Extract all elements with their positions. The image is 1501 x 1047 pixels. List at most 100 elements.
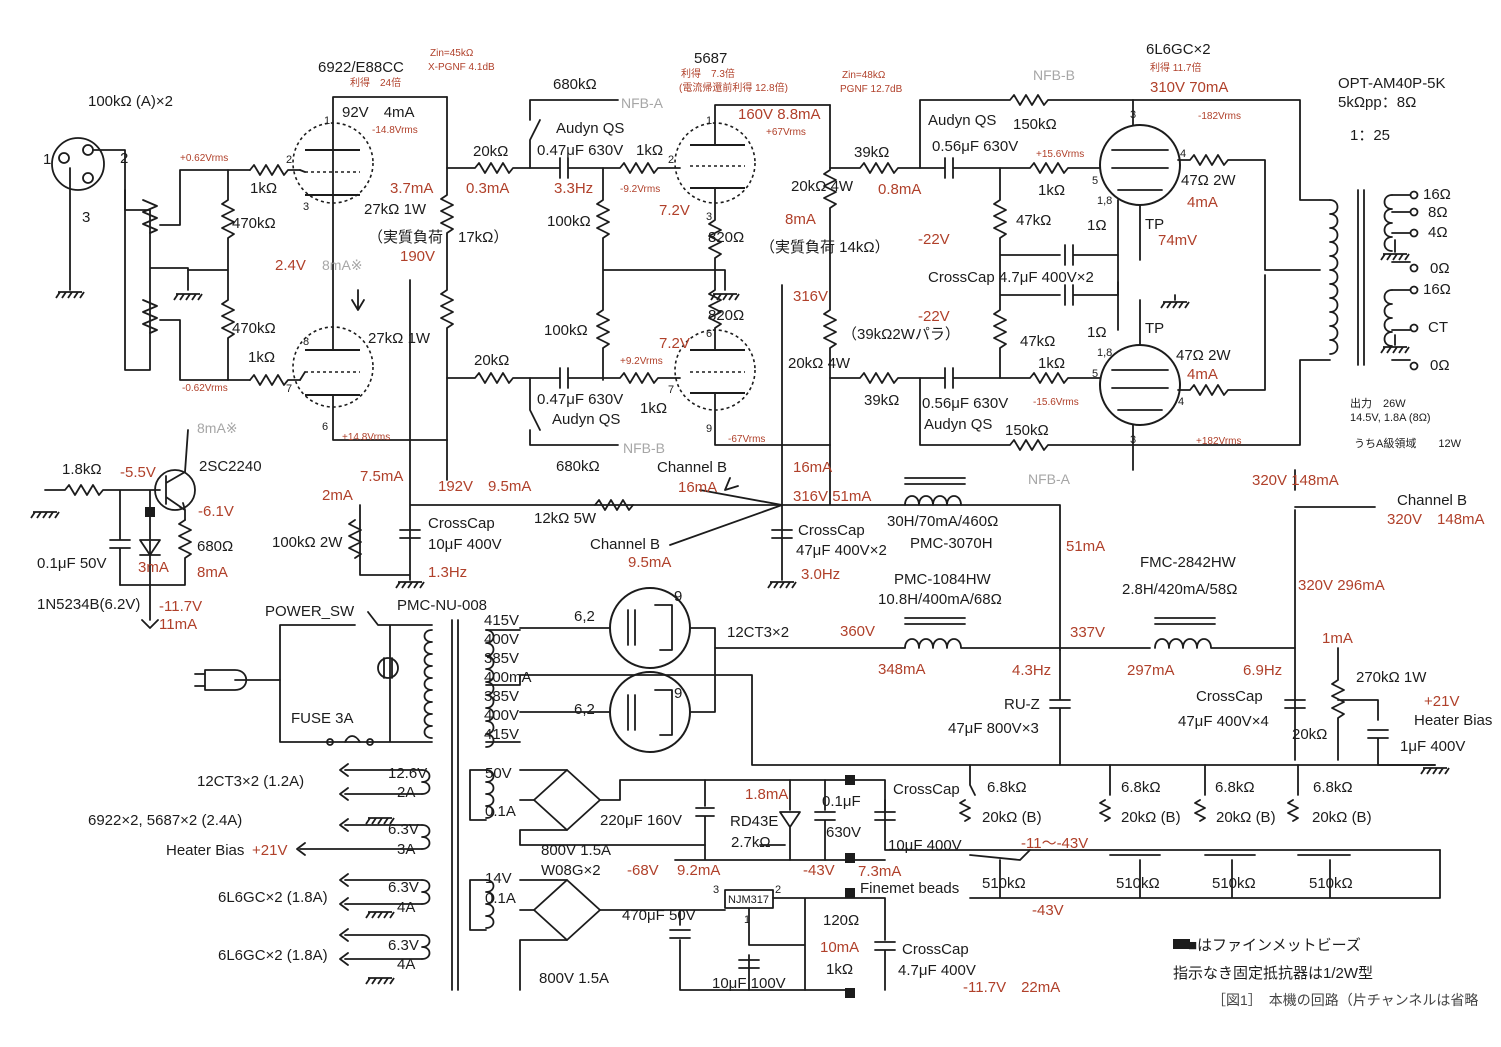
class-a-region: うちA級領域 12W xyxy=(1354,436,1462,450)
choke-1-current: 51mA xyxy=(1066,538,1105,555)
tap-400v-b: 400V xyxy=(484,707,519,724)
rect-b-pins-62: 6,2 xyxy=(574,701,595,718)
bias-pot-d: 20kΩ (B) xyxy=(1312,809,1372,826)
bias-winding-14v: 14V xyxy=(485,870,512,887)
series-current: 0.8mA xyxy=(878,181,921,198)
plate-series-39k-b: 39kΩ xyxy=(864,392,899,409)
bias-top-resistor-c: 6.8kΩ xyxy=(1215,779,1255,796)
choke-3-name: FMC-2842HW xyxy=(1140,554,1237,571)
rectifier-current: 348mA xyxy=(878,661,926,678)
regulator-resistor-1k: 1kΩ xyxy=(826,961,853,978)
opt-impedance: 5kΩpp：8Ω xyxy=(1338,94,1416,111)
v2-cathode-voltage-b: 7.2V xyxy=(659,335,690,352)
v1-pin-8: 8 xyxy=(303,336,309,348)
crosscap-400v4-value: 47μF 400V×4 xyxy=(1178,713,1269,730)
stage2-labels: 5687 利得 7.3倍 (電流帰還前利得 12.8倍) 160V 8.8mA … xyxy=(659,50,821,445)
rect-a-pin-9: 9 xyxy=(674,588,682,605)
note-resistors: 指示なき固定抵抗器は1/2W型 xyxy=(1173,965,1373,982)
bias-winding-14v-current: 0.1A xyxy=(485,890,516,907)
bias-voltage-a: -22V xyxy=(918,231,950,248)
parallel-resistor-note: （39kΩ2Wパラ） xyxy=(842,326,960,343)
bias-supply-voltage: -11.7V xyxy=(159,598,202,615)
nfb-b-tap: NFB-B xyxy=(1033,67,1075,83)
out-b-pin-5: 5 xyxy=(1092,368,1098,380)
heater-6v3-a-current: 3A xyxy=(397,841,415,858)
coupling-cap-a: 0.47μF 630V xyxy=(537,142,623,159)
feedback-resistor-a: 680kΩ xyxy=(553,76,597,93)
raw-bias-voltage: -68V xyxy=(627,862,659,879)
v2-pin-6: 6 xyxy=(706,328,712,340)
heater-load-small-tubes: 6922×2, 5687×2 (2.4A) xyxy=(88,812,242,829)
channel-b-supply: 320V 148mA xyxy=(1387,511,1485,528)
divider-current: 0.3mA xyxy=(466,180,509,197)
bias-top-resistor-d: 6.8kΩ xyxy=(1313,779,1353,796)
tap-0-a: 0Ω xyxy=(1430,260,1450,277)
input-voltage-b: -0.62Vrms xyxy=(182,383,228,394)
filter-corner-freq-b: 6.9Hz xyxy=(1243,662,1282,679)
output-plate-voltage-a: -182Vrms xyxy=(1198,111,1241,122)
v1-zin: Zin=45kΩ xyxy=(430,48,474,59)
heater-6v3-a: 6.3V xyxy=(388,821,419,838)
heater-load-12ct3: 12CT3×2 (1.2A) xyxy=(197,773,304,790)
v2-tube-name: 5687 xyxy=(694,50,727,67)
transformer-labels: OPT-AM40P-5K 5kΩpp：8Ω 1：25 16Ω 8Ω 4Ω 0Ω … xyxy=(1338,75,1462,450)
pi-pgnf: PGNF 12.7dB xyxy=(840,84,903,95)
tap-4: 4Ω xyxy=(1428,224,1448,241)
output-plate-voltage-b: +182Vrms xyxy=(1196,436,1241,447)
supply-labels: 30H/70mA/460Ω PMC-3070H 51mA PMC-1084HW … xyxy=(574,513,1492,755)
heater-bias-resistor: 270kΩ 1W xyxy=(1356,669,1427,686)
tap-385v-b: 385V xyxy=(484,688,519,705)
crosscap-value: 10μF 400V xyxy=(428,536,502,553)
power-output: 出力 26W xyxy=(1350,396,1406,410)
stage1-supply-voltage: 192V 9.5mA xyxy=(438,478,531,495)
out-a-pin-4: 4 xyxy=(1180,148,1186,160)
jack-pin-2: 2 xyxy=(120,150,128,167)
bias-voltage-b: -22V xyxy=(918,308,950,325)
emitter-current: 8mA xyxy=(197,564,228,581)
heater-bias-out-voltage: +21V xyxy=(252,842,287,859)
rect-b-pin-9: 9 xyxy=(674,685,682,702)
negative-supply-labels: 220μF 160V 800V 1.5A W08G×2 -68V 9.2mA 1… xyxy=(539,779,1372,996)
filter-cap-01u: 0.1μF xyxy=(822,793,861,810)
raw-bias-current: 9.2mA xyxy=(677,862,720,879)
b-plus-316v: 316V 51mA xyxy=(793,488,871,505)
tap-415v-b: 415V xyxy=(484,726,519,743)
v1-effective-load: （実質負荷 17kΩ） xyxy=(368,228,508,246)
rectifier-tubes: 12CT3×2 xyxy=(727,624,789,641)
grid-stopper-20k-a: 20kΩ xyxy=(473,143,508,160)
zener-bias-current: 1.8mA xyxy=(745,786,788,803)
choke-3-current: 297mA xyxy=(1127,662,1175,679)
v1-pin-2: 2 xyxy=(286,154,292,166)
b-plus-320v: 320V 296mA xyxy=(1298,577,1385,594)
regulator-crosscap-title: CrossCap xyxy=(902,941,969,958)
regulated-output: -11.7V 22mA xyxy=(963,979,1060,996)
bias-labels: 2SC2240 8mA※ 1.8kΩ -5.5V -6.1V 0.1μF 50V… xyxy=(37,420,262,633)
input-section-labels: 100kΩ (A)×2 1 2 3 1kΩ 470kΩ 470kΩ 1kΩ +0… xyxy=(43,93,277,394)
feedback-resistor-b: 680kΩ xyxy=(556,458,600,475)
v1-operating-point: 92V 4mA xyxy=(342,104,415,121)
power-output-detail: 14.5V, 1.8A (8Ω) xyxy=(1350,412,1431,424)
pi-zin: Zin=48kΩ xyxy=(842,70,886,81)
output-coupling-b: 0.56μF 630V xyxy=(922,395,1008,412)
v1-gain: 利得 24倍 xyxy=(350,76,401,89)
bridge-rating-a: 800V 1.5A xyxy=(541,842,611,859)
regulated-bias-current: 7.3mA xyxy=(858,863,901,880)
grid-leak-47k-a: 47kΩ xyxy=(1016,212,1051,229)
regulator-resistor-120: 120Ω xyxy=(823,912,859,929)
crosscap-47u-value: 47μF 400V×2 xyxy=(796,542,887,559)
heater-12v6-current: 2A xyxy=(397,784,415,801)
choke-3-spec: 2.8H/420mA/58Ω xyxy=(1122,581,1237,598)
plate-load-20k-b: 20kΩ 4W xyxy=(788,355,851,372)
feedback-150k-a: 150kΩ xyxy=(1013,116,1057,133)
grid-leak-47k-b: 47kΩ xyxy=(1020,333,1055,350)
nfb-a-tap: NFB-A xyxy=(1028,471,1071,487)
tap-385v-a: 385V xyxy=(484,650,519,667)
notes: ■はファインメットビーズ 指示なき固定抵抗器は1/2W型 ［図1］ 本機の回路（… xyxy=(1173,937,1478,1008)
crosscap-corner-freq: 1.3Hz xyxy=(428,564,467,581)
bias-pot-c: 20kΩ (B) xyxy=(1216,809,1276,826)
dropping-resistor: 12kΩ 5W xyxy=(534,510,597,527)
filter-corner-freq-a: 4.3Hz xyxy=(1012,662,1051,679)
bead-legend-icon xyxy=(1173,939,1183,949)
v1-output-voltage: -14.8Vrms xyxy=(372,125,418,136)
choke-2-name: PMC-1084HW xyxy=(894,571,992,588)
